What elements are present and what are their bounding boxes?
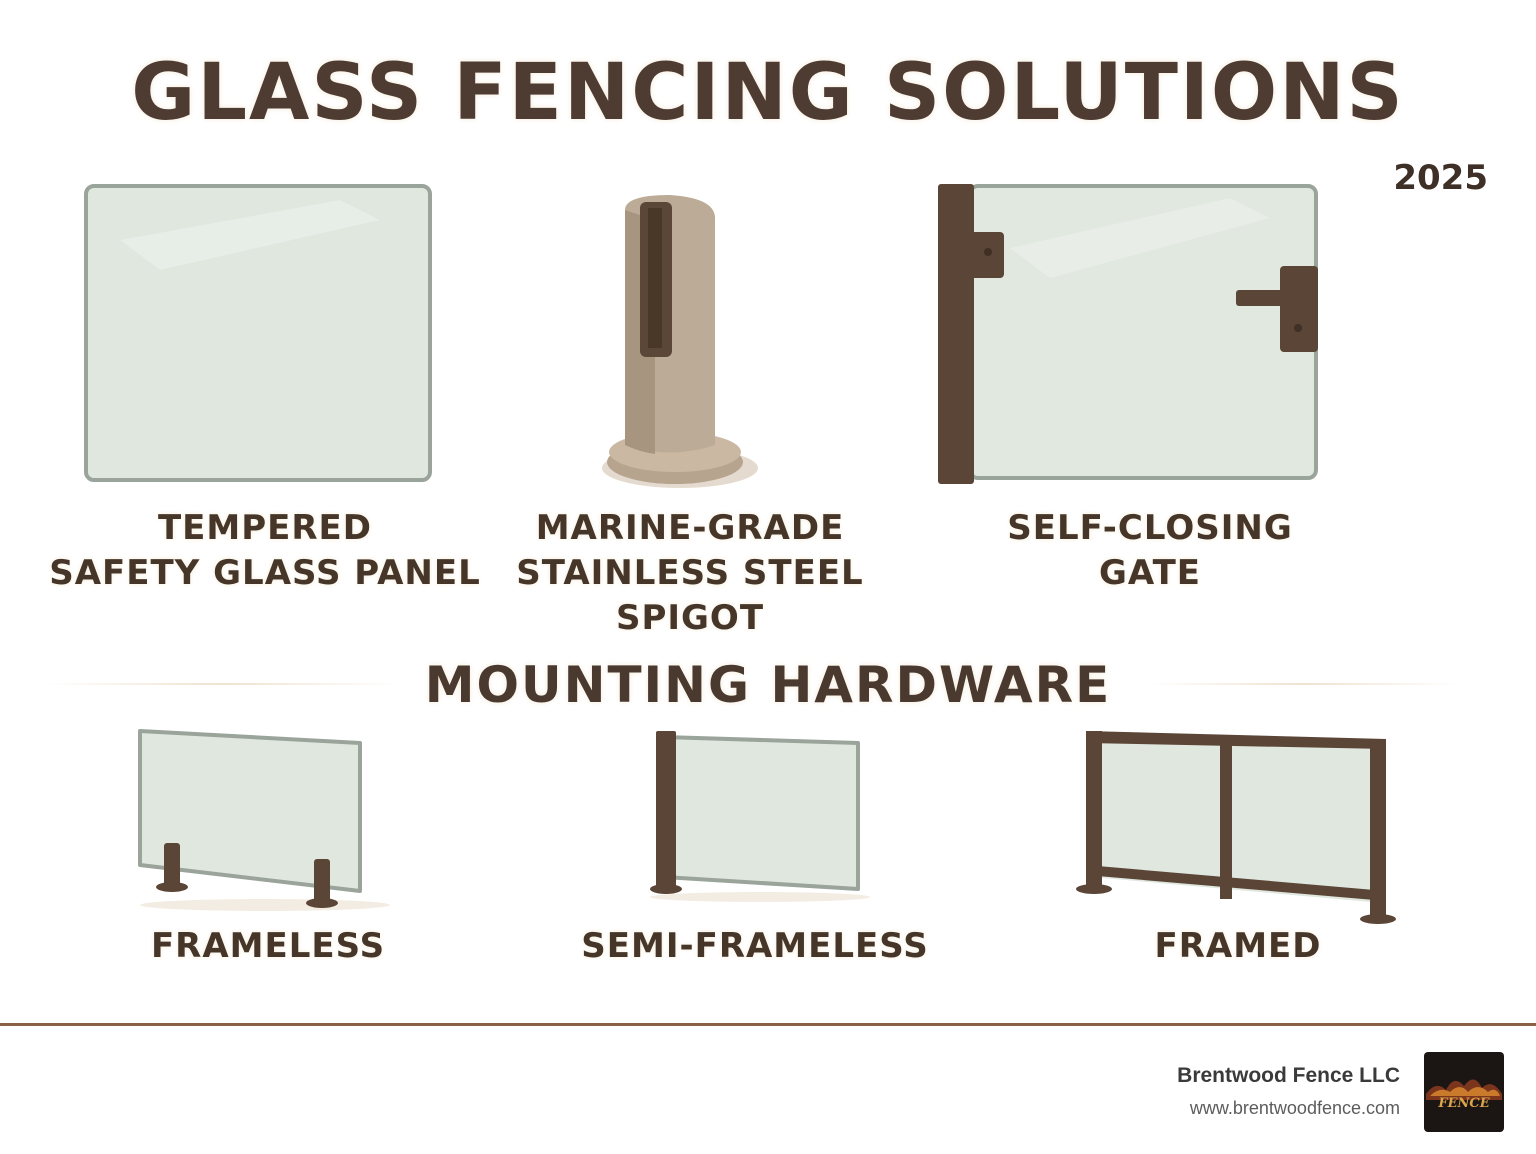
glass-panel-icon: [84, 184, 432, 482]
divider-left: [48, 683, 398, 685]
gate-icon: [938, 184, 1318, 484]
component-label-gate: SELF-CLOSING GATE: [1007, 508, 1293, 593]
divider-right: [1150, 683, 1458, 685]
framed-fence-icon: [1076, 731, 1396, 924]
footer-divider: [0, 1023, 1536, 1026]
brentwood-fence-logo-icon: FENCE: [1424, 1052, 1504, 1132]
company-name: Brentwood Fence LLC: [1177, 1064, 1400, 1087]
section-title: MOUNTING HARDWARE: [424, 656, 1112, 714]
mounting-label-frameless: FRAMELESS: [150, 926, 386, 966]
component-label-glass-panel: TEMPERED SAFETY GLASS PANEL: [49, 508, 481, 593]
mounting-label-semi-frameless: SEMI-FRAMELESS: [581, 926, 929, 966]
component-label-spigot: MARINE-GRADE STAINLESS STEEL SPIGOT: [516, 508, 864, 638]
semi-frameless-fence-icon: [650, 731, 870, 902]
logo-text: FENCE: [1438, 1096, 1490, 1111]
page-title: GLASS FENCING SOLUTIONS: [131, 48, 1405, 138]
company-url[interactable]: www.brentwoodfence.com: [1189, 1098, 1400, 1118]
spigot-icon: [602, 195, 758, 488]
year-label: 2025: [1393, 158, 1488, 198]
footer-brand: Brentwood Fence LLC www.brentwoodfence.c…: [1177, 1064, 1400, 1119]
mounting-label-framed: FRAMED: [1154, 926, 1322, 966]
logo-flame-icon: [1426, 1079, 1502, 1100]
frameless-fence-icon: [138, 729, 390, 911]
